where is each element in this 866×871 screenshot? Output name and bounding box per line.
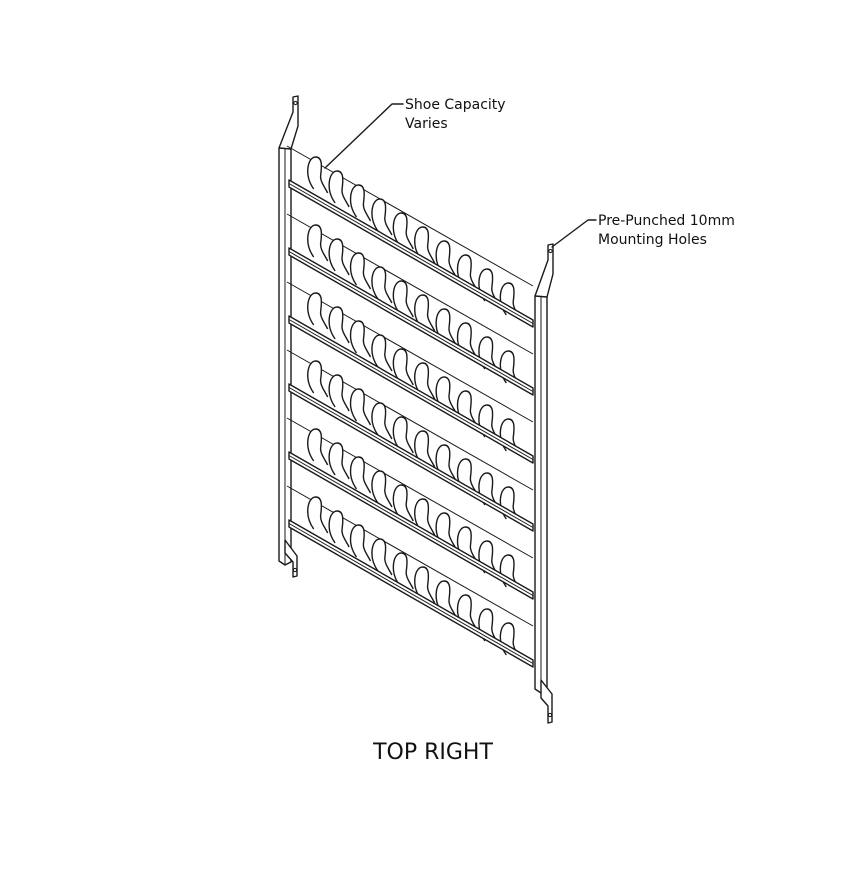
shoe-peg (414, 226, 436, 264)
right-bottom-tab (540, 679, 553, 724)
shelf-back-edge (286, 417, 534, 559)
shelf-back-edge (286, 485, 534, 627)
callout-shoe-capacity-line-1: Shoe Capacity (405, 97, 506, 113)
callout-mounting-holes: Pre-Punched 10mm Mounting Holes (598, 212, 735, 250)
callout-leaders (324, 103, 597, 248)
shoe-peg (307, 428, 329, 466)
shelf-rail-edge (288, 387, 534, 528)
left-bottom-tab (284, 539, 298, 578)
shoe-peg (392, 416, 414, 454)
left-top-tab (278, 95, 299, 150)
shoe-peg (328, 510, 350, 548)
shoe-peg (371, 198, 393, 236)
shoe-peg (307, 224, 329, 262)
shelf-rail-edge (288, 183, 534, 324)
shoe-peg (414, 294, 436, 332)
rack-frame (278, 95, 554, 724)
shoe-peg (371, 334, 393, 372)
shelf-back-edge (286, 145, 534, 287)
shoe-peg (371, 470, 393, 508)
shoe-peg (414, 566, 436, 604)
shelf-back-edge (286, 213, 534, 355)
shoe-peg (307, 360, 329, 398)
shelf-rows (286, 145, 534, 668)
shoe-peg (392, 212, 414, 250)
shoe-peg (307, 156, 329, 194)
right-bottom-mounting-hole (547, 712, 553, 718)
left-bottom-mounting-hole (292, 567, 298, 573)
shoe-peg (349, 184, 372, 222)
shelf-row (286, 349, 534, 532)
shoe-peg (392, 348, 414, 386)
view-label: TOP RIGHT (373, 740, 493, 765)
shoe-peg (349, 320, 372, 358)
callout-shoe-capacity-line-2: Varies (405, 116, 448, 132)
left-top-mounting-hole (293, 100, 298, 106)
shoe-peg (371, 402, 393, 440)
shelf-rail-edge (288, 523, 534, 664)
shelf-row (286, 145, 534, 328)
shoe-peg (349, 456, 372, 494)
shoe-peg (328, 442, 350, 480)
shoe-peg (392, 552, 414, 590)
shoe-peg (328, 374, 350, 412)
mounting-holes-leader (551, 219, 597, 248)
right-top-mounting-hole (548, 248, 553, 254)
shoe-peg (414, 498, 436, 536)
shoe-peg (328, 170, 350, 208)
shoe-peg (414, 362, 436, 400)
shelf-back-edge (286, 349, 534, 491)
shoe-peg (414, 430, 436, 468)
callout-shoe-capacity: Shoe Capacity Varies (405, 96, 506, 134)
shoe-peg (307, 496, 329, 534)
shelf-row (286, 485, 534, 668)
shelf-rail-edge (288, 319, 534, 460)
shoe-peg (349, 388, 372, 426)
shoe-peg (349, 252, 372, 290)
shoe-peg (371, 538, 393, 576)
shoe-peg (392, 280, 414, 318)
shoe-capacity-leader (324, 103, 404, 169)
shoe-peg (349, 524, 372, 562)
shoe-peg (307, 292, 329, 330)
shoe-peg (371, 266, 393, 304)
shelf-row (286, 417, 534, 600)
callout-mounting-holes-line-1: Pre-Punched 10mm (598, 213, 735, 229)
shelf-row (286, 213, 534, 396)
shoe-peg (328, 306, 350, 344)
shelf-row (286, 281, 534, 464)
right-top-tab (534, 243, 554, 298)
shelf-back-edge (286, 281, 534, 423)
callout-mounting-holes-line-2: Mounting Holes (598, 232, 707, 248)
shelf-rail-edge (288, 455, 534, 596)
shoe-peg (328, 238, 350, 276)
shoe-peg (392, 484, 414, 522)
shelf-rail-edge (288, 251, 534, 392)
